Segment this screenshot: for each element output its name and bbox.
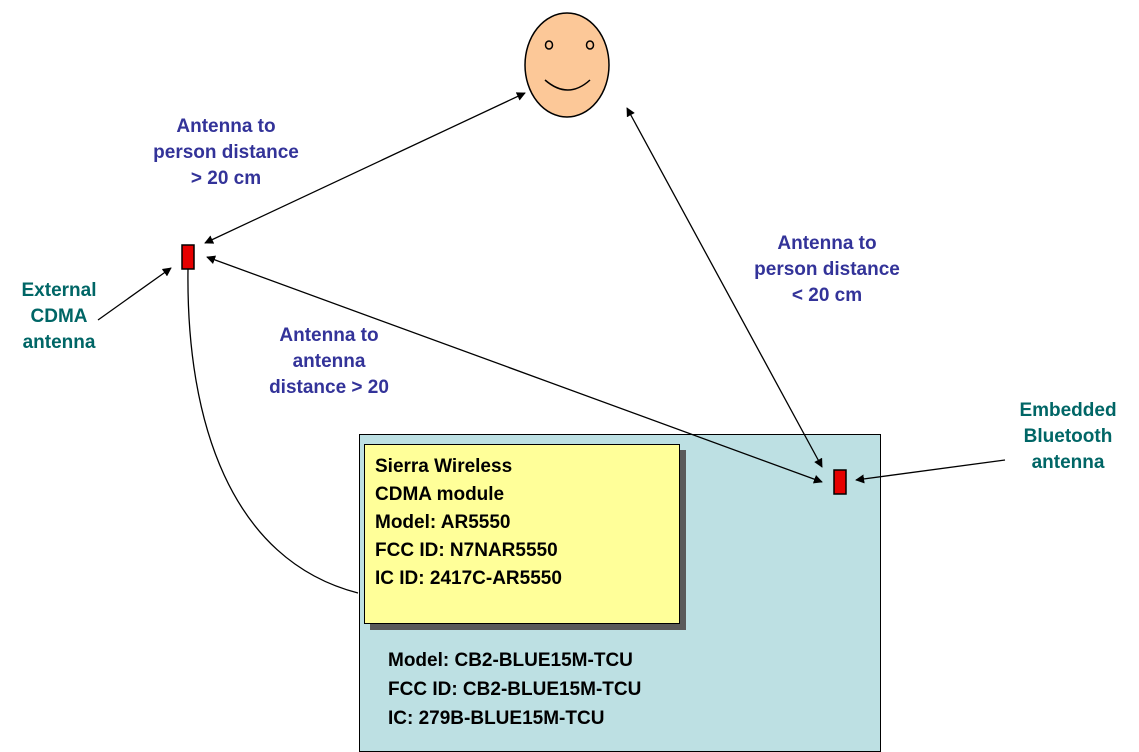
label-person-far-line-1: Antenna to xyxy=(176,116,276,137)
tcu-line-2: FCC ID: CB2-BLUE15M-TCU xyxy=(388,679,642,700)
label-person-far-line-2: person distance xyxy=(153,142,299,163)
label-external-line-3: antenna xyxy=(22,332,96,353)
label-person-near-line-2: person distance xyxy=(754,259,900,280)
person-face-icon xyxy=(524,12,610,118)
external-antenna-icon xyxy=(181,244,195,270)
label-embedded-antenna: Embedded Bluetooth antenna xyxy=(1008,398,1128,476)
tcu-text: Model: CB2-BLUE15M-TCU FCC ID: CB2-BLUE1… xyxy=(388,646,641,733)
label-person-near-line-3: < 20 cm xyxy=(791,285,863,306)
label-external-line-2: CDMA xyxy=(30,306,88,327)
module-line-4: FCC ID: N7NAR5550 xyxy=(375,540,558,561)
arrow-embedded-to-person xyxy=(626,107,823,468)
antenna-cable xyxy=(187,268,359,594)
label-antenna-line-1: Antenna to xyxy=(279,325,379,346)
label-embedded-line-3: antenna xyxy=(1031,452,1105,473)
module-line-3: Model: AR5550 xyxy=(375,512,511,533)
label-embedded-line-2: Bluetooth xyxy=(1023,426,1113,447)
tcu-line-3: IC: 279B-BLUE15M-TCU xyxy=(388,708,605,729)
label-person-near-line-1: Antenna to xyxy=(777,233,877,254)
module-line-5: IC ID: 2417C-AR5550 xyxy=(375,568,562,589)
label-antenna-line-2: antenna xyxy=(292,351,366,372)
label-external-antenna: External CDMA antenna xyxy=(4,278,114,356)
label-external-line-1: External xyxy=(21,280,97,301)
label-embedded-line-1: Embedded xyxy=(1019,400,1117,421)
module-line-2: CDMA module xyxy=(375,484,505,505)
label-antenna-to-antenna: Antenna to antenna distance > 20 xyxy=(249,323,409,401)
pointer-external-label xyxy=(97,267,172,321)
embedded-antenna-icon xyxy=(833,469,847,495)
tcu-line-1: Model: CB2-BLUE15M-TCU xyxy=(388,650,633,671)
label-person-far: Antenna to person distance > 20 cm xyxy=(146,114,306,192)
label-person-far-line-3: > 20 cm xyxy=(190,168,262,189)
label-person-near: Antenna to person distance < 20 cm xyxy=(747,231,907,309)
arrow-external-to-person xyxy=(204,92,526,244)
label-antenna-line-3: distance > 20 xyxy=(269,377,389,398)
pointer-embedded-label xyxy=(855,459,1006,484)
